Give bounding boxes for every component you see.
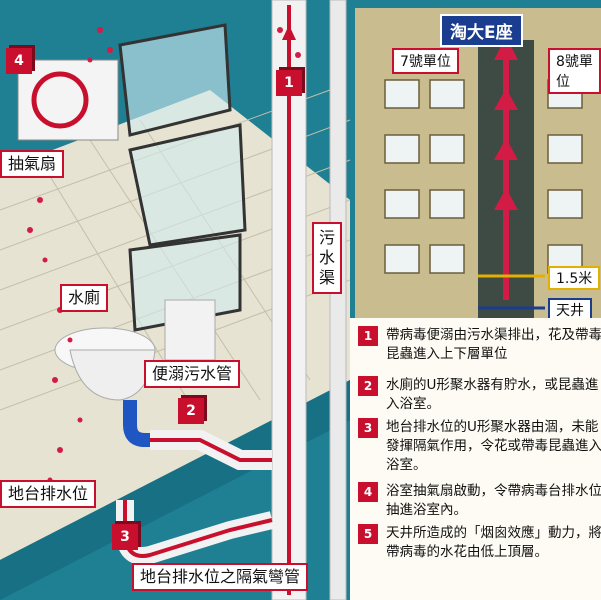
waste-pipe-flow — [150, 438, 272, 462]
marker-2: 2 — [178, 398, 204, 424]
legend-text-4: 浴室抽氣扇啟動，令帶病毒台排水位抽進浴室內。 — [386, 483, 601, 518]
legend-panel: 1 帶病毒便溺由污水渠排出，花及帶毒昆蟲進入上下層單位 2 水廁的U形聚水器有貯… — [350, 318, 601, 600]
unit-7-label: 7號單位 — [392, 48, 459, 74]
legend-text-5: 天井所造成的「烟囪效應」動力，將帶病毒的水花由低上頂層。 — [386, 525, 601, 560]
legend-badge-4: 4 — [358, 482, 378, 502]
marker-4: 4 — [6, 48, 32, 74]
exhaust-fan-label: 抽氣扇 — [0, 150, 65, 178]
floor-drain-trap-label: 地台排水位之隔氣彎管 — [132, 563, 309, 591]
legend-badge-2: 2 — [358, 376, 378, 396]
marker-1: 1 — [276, 70, 302, 96]
legend-text-3: 地台排水位的U形聚水器由涸，未能發揮隔氣作用，令花或帶毒昆蟲進入浴室。 — [386, 419, 601, 473]
flow-arrow-up — [282, 25, 296, 40]
marker-3: 3 — [112, 524, 138, 550]
toilet-tank — [164, 299, 216, 361]
chimney-effect-arrows — [494, 36, 518, 300]
vent-stack — [329, 0, 347, 600]
building-top-edge — [355, 0, 601, 8]
legend-badge-1: 1 — [358, 326, 378, 346]
building-title: 淘大E座 — [440, 14, 523, 47]
toilet-u-trap — [123, 400, 150, 447]
unit-8-label: 8號單位 — [548, 48, 601, 94]
legend-text-2: 水廁的U形聚水器有貯水，或昆蟲進入浴室。 — [386, 377, 599, 412]
legend-badge-5: 5 — [358, 524, 378, 544]
exhaust-fan-blades — [31, 71, 89, 129]
gap-measure-label: 1.5米 — [548, 266, 601, 290]
sewage-pipe-label: 污水渠 — [312, 222, 342, 294]
window-frames — [118, 23, 247, 332]
floor-drain-label: 地台排水位 — [0, 480, 97, 508]
waste-pipe-label: 便溺污水管 — [144, 360, 241, 388]
floor-slab — [0, 380, 350, 600]
toilet-label: 水廁 — [60, 284, 109, 312]
legend-badge-3: 3 — [358, 418, 378, 438]
legend-text-1: 帶病毒便溺由污水渠排出，花及帶毒昆蟲進入上下層單位 — [386, 327, 601, 362]
